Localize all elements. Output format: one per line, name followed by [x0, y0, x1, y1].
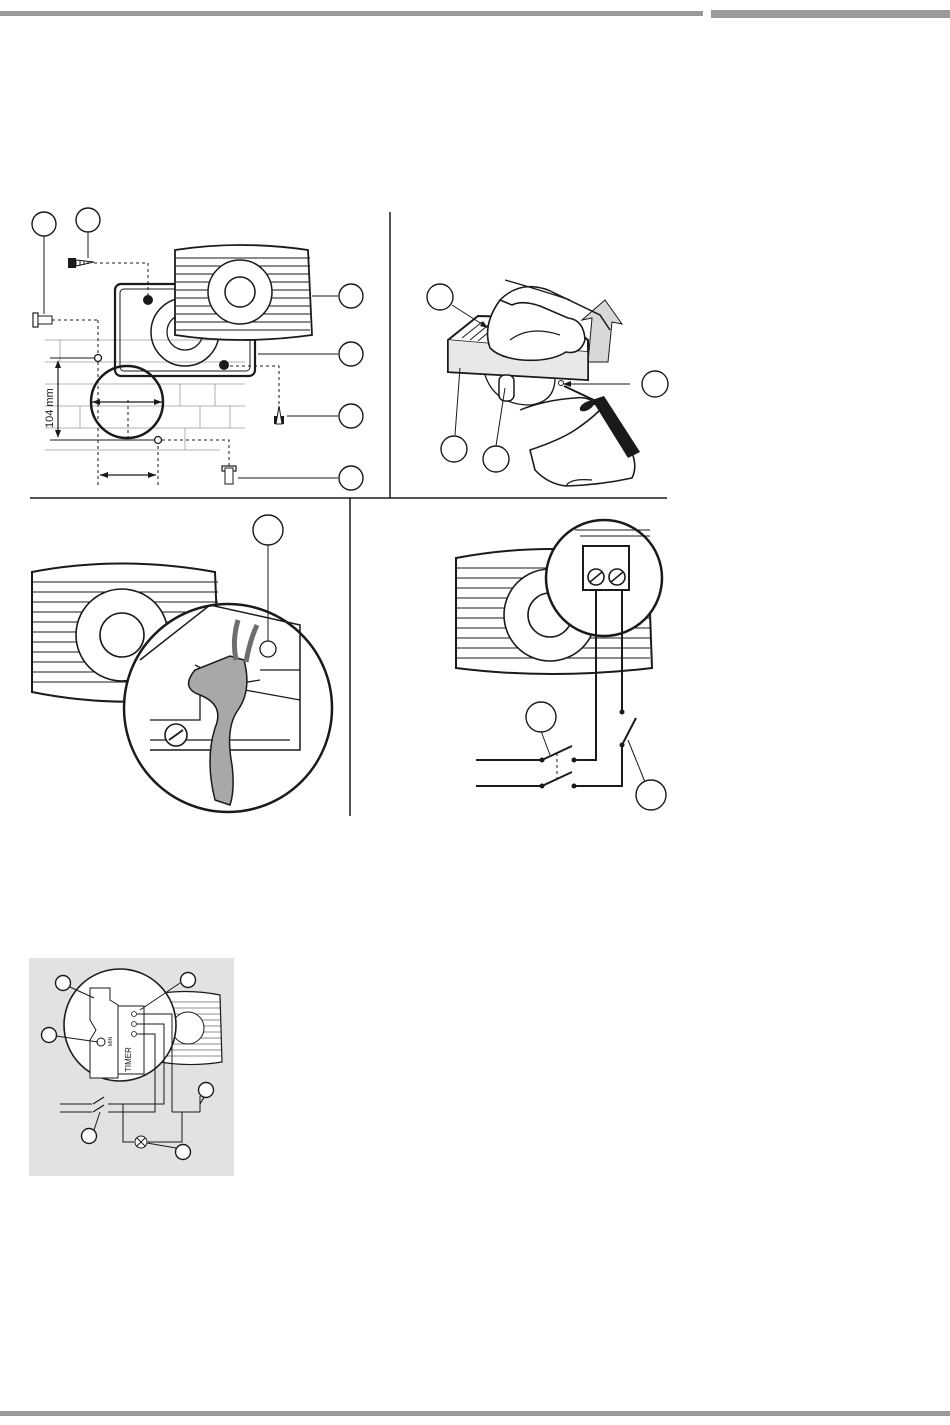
min-label: MIN — [108, 1036, 114, 1046]
callout-circle — [339, 404, 363, 428]
callout-circle — [176, 1145, 191, 1160]
adjust-screw-icon — [97, 1038, 105, 1046]
figure-cable-entry — [32, 515, 332, 812]
callout-circle — [32, 212, 56, 236]
screw-hole-bottom — [219, 360, 229, 370]
callout-circle — [339, 284, 363, 308]
callout-circle — [636, 780, 666, 810]
figure-cover-removal — [427, 280, 668, 486]
wall-plug-icon-vertical — [222, 466, 236, 484]
screw-hole-top — [143, 295, 153, 305]
screw-icon — [68, 258, 94, 268]
callout-circle — [642, 371, 668, 397]
callout-circle — [483, 446, 509, 472]
callout-circle — [253, 515, 283, 545]
callout-circle — [441, 436, 467, 462]
callout-circle — [339, 466, 363, 490]
callout-circle — [56, 976, 71, 991]
callout-circle — [42, 1028, 57, 1043]
dimension-label: 104 mm — [44, 388, 56, 428]
callout-circle — [339, 342, 363, 366]
figure-timer-wiring: TIMER MIN — [29, 958, 234, 1176]
wall-plug-icon — [33, 313, 52, 327]
screw-icon-vertical — [274, 406, 284, 424]
callout-circle — [199, 1083, 214, 1098]
figure-wiring — [456, 520, 666, 810]
timer-label: TIMER — [124, 1047, 133, 1072]
callout-circle — [181, 973, 196, 988]
callout-circle — [76, 208, 100, 232]
callout-circle — [82, 1129, 97, 1144]
callout-circle — [526, 702, 556, 732]
figure-wall-mounting: 104 mm — [32, 208, 363, 490]
callout-circle — [427, 284, 453, 310]
